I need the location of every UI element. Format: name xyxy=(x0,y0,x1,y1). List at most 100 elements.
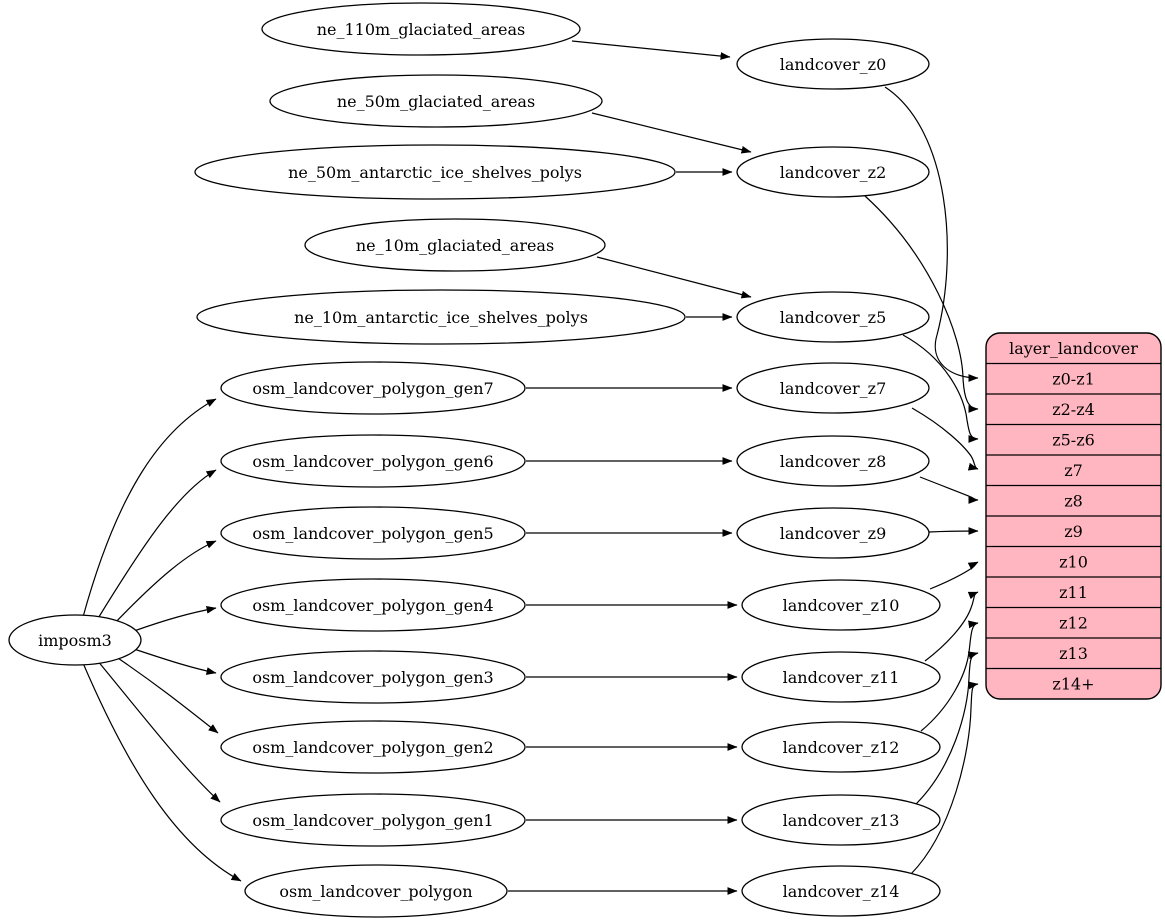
node-ne-10m-glaciated-areas: ne_10m_glaciated_areas xyxy=(304,218,606,272)
node-label: imposm3 xyxy=(38,631,112,650)
node-label: osm_landcover_polygon_gen3 xyxy=(252,668,493,687)
node-label: ne_50m_glaciated_areas xyxy=(337,92,535,111)
node-label: landcover_z12 xyxy=(783,738,900,757)
node-landcover-z12: landcover_z12 xyxy=(741,721,941,773)
edge-imposm3-gen5 xyxy=(111,540,217,627)
node-ellipse xyxy=(736,291,930,343)
node-imposm3: imposm3 xyxy=(8,614,142,666)
node-osm-landcover-polygon-gen1: osm_landcover_polygon_gen1 xyxy=(220,793,526,847)
edge-z2-row xyxy=(864,195,979,413)
node-osm-landcover-polygon-gen2: osm_landcover_polygon_gen2 xyxy=(220,720,526,774)
node-osm-landcover-polygon: osm_landcover_polygon xyxy=(244,864,508,918)
node-ellipse xyxy=(261,2,581,56)
edge-imposm3-gen1 xyxy=(96,659,221,803)
node-label: landcover_z13 xyxy=(783,811,900,830)
node-label: ne_50m_antarctic_ice_shelves_polys xyxy=(288,163,582,182)
node-landcover-z0: landcover_z0 xyxy=(736,38,930,90)
node-ellipse xyxy=(194,144,676,200)
node-label: osm_landcover_polygon_gen2 xyxy=(252,738,493,757)
edge-z10-row xyxy=(929,561,979,590)
node-ne-110m-glaciated-areas: ne_110m_glaciated_areas xyxy=(261,2,581,56)
node-ne-50m-antarctic-ice-shelves-polys: ne_50m_antarctic_ice_shelves_polys xyxy=(194,144,676,200)
node-ne-50m-glaciated-areas: ne_50m_glaciated_areas xyxy=(269,74,603,128)
node-label: landcover_z10 xyxy=(783,596,900,615)
record-row-z11: z11 xyxy=(1059,583,1088,602)
node-osm-landcover-polygon-gen5: osm_landcover_polygon_gen5 xyxy=(220,506,526,560)
edge-imposm3-polygon xyxy=(82,662,242,882)
node-label: landcover_z14 xyxy=(783,882,900,901)
edge-imposm3-gen3 xyxy=(133,648,217,675)
node-ellipse xyxy=(736,38,930,90)
node-osm-landcover-polygon-gen7: osm_landcover_polygon_gen7 xyxy=(220,361,526,415)
node-label: osm_landcover_polygon_gen7 xyxy=(252,379,493,398)
node-label: osm_landcover_polygon_gen5 xyxy=(252,524,493,543)
node-ellipse xyxy=(741,865,941,917)
edge-ne50m-glac-z2 xyxy=(591,112,752,154)
node-landcover-z2: landcover_z2 xyxy=(736,146,930,198)
node-ellipse xyxy=(736,146,930,198)
edges xyxy=(82,40,979,895)
edge-z14-row xyxy=(910,681,979,875)
record-title: layer_landcover xyxy=(1009,339,1138,358)
node-label: landcover_z8 xyxy=(780,452,887,471)
node-label: ne_10m_glaciated_areas xyxy=(356,236,554,255)
edge-z0-row xyxy=(884,86,979,382)
node-landcover-z13: landcover_z13 xyxy=(741,794,941,846)
node-osm-landcover-polygon-gen6: osm_landcover_polygon_gen6 xyxy=(220,434,526,488)
node-ellipse xyxy=(741,579,941,631)
edge-imposm3-gen6 xyxy=(96,469,217,621)
node-ellipse xyxy=(220,506,526,560)
node-ellipse xyxy=(304,218,606,272)
node-ellipse xyxy=(8,614,142,666)
edge-ne10m-glac-z5 xyxy=(596,256,752,299)
node-ellipse xyxy=(220,650,526,704)
record-layer-landcover: layer_landcover z0-z1 z2-z4 z5-z6 z7 z8 … xyxy=(985,332,1162,700)
node-ellipse xyxy=(736,507,930,559)
record-row-z8: z8 xyxy=(1064,492,1083,511)
node-ne-10m-antarctic-ice-shelves-polys: ne_10m_antarctic_ice_shelves_polys xyxy=(196,289,686,345)
node-landcover-z5: landcover_z5 xyxy=(736,291,930,343)
record-row-z12: z12 xyxy=(1059,614,1088,633)
record-row-z13: z13 xyxy=(1059,644,1088,663)
node-ellipse xyxy=(741,651,941,703)
record-row-z5-z6: z5-z6 xyxy=(1052,431,1095,450)
edge-z7-row xyxy=(911,407,979,471)
node-ellipse xyxy=(244,864,508,918)
record-row-z10: z10 xyxy=(1059,553,1088,572)
record-row-z14plus: z14+ xyxy=(1052,675,1094,694)
node-osm-landcover-polygon-gen3: osm_landcover_polygon_gen3 xyxy=(220,650,526,704)
node-ellipse xyxy=(220,720,526,774)
node-ellipse xyxy=(220,578,526,632)
node-landcover-z9: landcover_z9 xyxy=(736,507,930,559)
edge-imposm3-gen2 xyxy=(111,653,219,734)
record-row-z9: z9 xyxy=(1064,522,1083,541)
record-row-z0-z1: z0-z1 xyxy=(1052,370,1095,389)
edge-z8-row xyxy=(919,476,979,504)
node-ellipse xyxy=(220,434,526,488)
node-landcover-z11: landcover_z11 xyxy=(741,651,941,703)
nodes: imposm3 ne_110m_glaciated_areas ne_50m_g… xyxy=(8,2,941,918)
node-label: ne_10m_antarctic_ice_shelves_polys xyxy=(294,308,588,327)
node-ellipse xyxy=(741,721,941,773)
node-label: osm_landcover_polygon_gen1 xyxy=(252,811,493,830)
edge-z5-row xyxy=(902,334,979,443)
node-label: landcover_z0 xyxy=(780,55,887,74)
node-ellipse xyxy=(269,74,603,128)
node-label: ne_110m_glaciated_areas xyxy=(317,20,526,39)
edge-ne110m-z0 xyxy=(571,40,731,60)
node-ellipse xyxy=(741,794,941,846)
edge-z11-row xyxy=(924,591,979,662)
node-ellipse xyxy=(220,361,526,415)
edge-imposm3-gen4 xyxy=(133,605,217,632)
record-row-z7: z7 xyxy=(1064,461,1083,480)
node-ellipse xyxy=(196,289,686,345)
node-label: osm_landcover_polygon xyxy=(279,882,472,901)
node-ellipse xyxy=(220,793,526,847)
node-ellipse xyxy=(736,362,930,414)
node-landcover-z8: landcover_z8 xyxy=(736,435,930,487)
node-landcover-z7: landcover_z7 xyxy=(736,362,930,414)
edge-imposm3-gen7 xyxy=(82,398,217,618)
node-label: osm_landcover_polygon_gen4 xyxy=(252,596,493,615)
node-ellipse xyxy=(736,435,930,487)
